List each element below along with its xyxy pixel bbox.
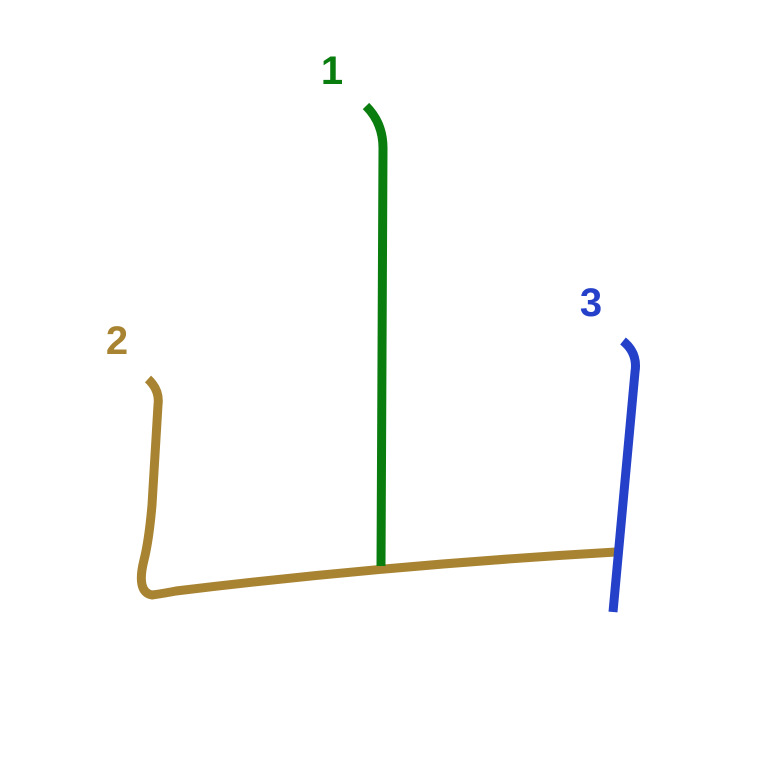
stroke-2-label: 2 bbox=[106, 319, 128, 363]
stroke-3 bbox=[608, 337, 640, 613]
stroke-1-label: 1 bbox=[321, 49, 343, 93]
stroke-2 bbox=[136, 375, 617, 600]
stroke-3-label: 3 bbox=[580, 281, 602, 325]
stroke-1 bbox=[362, 102, 388, 567]
